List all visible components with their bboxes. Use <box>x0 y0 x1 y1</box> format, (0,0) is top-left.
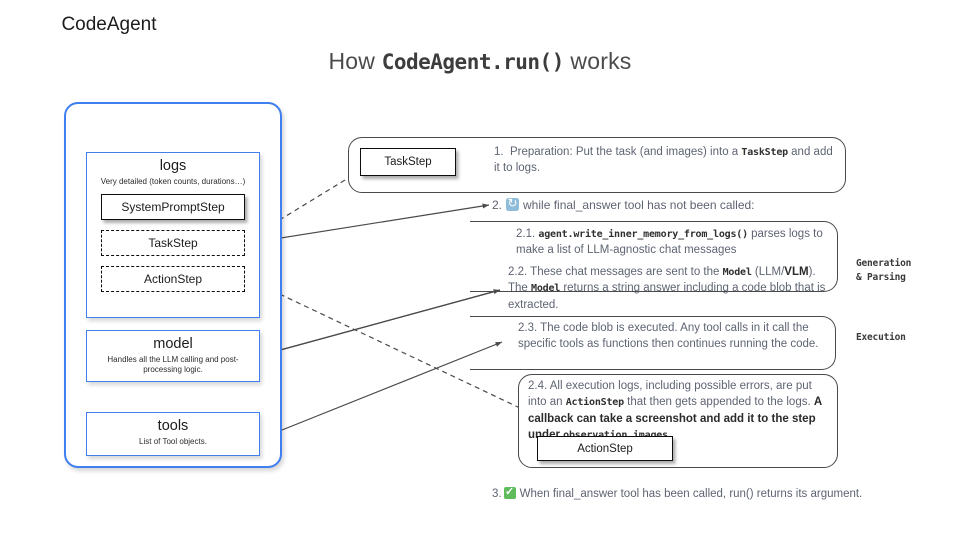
step3-number: 3. <box>492 488 502 500</box>
logs-title: logs <box>159 158 187 174</box>
loop-icon <box>506 195 520 211</box>
step24-number: 2.4. <box>528 380 548 392</box>
step22-code-b: Model <box>531 283 561 295</box>
step22-text: 2.2. These chat messages are sent to the… <box>508 264 838 313</box>
title-prefix: How <box>328 48 382 74</box>
step24-text: 2.4. All execution logs, including possi… <box>528 378 832 443</box>
step1-code-a: TaskStep <box>741 147 788 158</box>
title-code: CodeAgent.run() <box>381 50 565 74</box>
step22-text-b: (LLM/ <box>751 266 785 278</box>
step3-code-b: run() <box>729 488 754 500</box>
step3-code-a: final_answer <box>552 488 618 500</box>
step24-text-b: that then gets appended to the logs. <box>623 396 814 409</box>
step1-text-a: Preparation: Put the task (and images) i… <box>509 146 742 158</box>
step24-text-a: All execution logs, including possible e… <box>528 380 812 409</box>
arrow-tools-to-step23 <box>261 341 503 439</box>
arrow-logs-to-step2 <box>248 203 490 244</box>
tools-title: tools <box>157 418 189 434</box>
execution-bracket <box>470 316 836 370</box>
step22-number: 2.2. <box>508 266 528 278</box>
step23-number: 2.3. <box>518 322 538 334</box>
step2-text-b: has not been called: <box>643 198 755 212</box>
step21-text: 2.1. agent.write_inner_memory_from_logs(… <box>516 226 836 259</box>
step3-text-c: returns its argument. <box>753 488 863 500</box>
generation-parsing-bracket <box>470 221 838 292</box>
step2-number: 2. <box>492 198 503 212</box>
step3-text-a: When <box>519 488 553 500</box>
step24-code-a: ActionStep <box>565 397 624 409</box>
model-subtitle: Handles all the LLM calling and post-pro… <box>107 354 239 375</box>
log-step-actionstep[interactable]: ActionStep <box>101 266 245 292</box>
step22-text-c: ). The <box>508 266 816 295</box>
logs-subtitle: Very detailed (token counts, durations…) <box>100 176 246 186</box>
step22-text-d: returns a string answer including a code… <box>508 282 826 311</box>
step2-text-a: while <box>523 198 554 212</box>
model-title: model <box>153 336 193 352</box>
tools-box: tools List of Tool objects. <box>86 412 260 456</box>
step3-text: 3. When final_answer tool has been called… <box>492 485 863 500</box>
agent-panel-title: CodeAgent <box>61 14 157 35</box>
step22-code-a: Model <box>722 267 752 278</box>
step2-code-a: final_answer tool <box>553 198 644 212</box>
step1-text: 1. Preparation: Put the task (and images… <box>494 144 839 177</box>
step1-taskstep-chip[interactable]: TaskStep <box>360 148 456 176</box>
phase-label-generation: Generation & Parsing <box>856 258 912 283</box>
step21-code-a: agent.write_inner_memory_from_logs() <box>538 229 748 240</box>
step21-number: 2.1. <box>516 228 536 240</box>
phase-label-execution: Execution <box>856 332 906 343</box>
check-icon <box>503 485 516 500</box>
step21-text-a: parses logs to make a list of LLM-agnost… <box>516 228 823 257</box>
step22-bold-a: VLM <box>784 266 809 278</box>
step24-bold-code: observation_images. <box>563 430 674 441</box>
step24-actionstep-chip[interactable]: ActionStep <box>537 436 673 461</box>
page-title: How CodeAgent.run() works <box>0 48 960 75</box>
arrow-action-card-to-logs <box>249 279 521 409</box>
log-step-taskstep[interactable]: TaskStep <box>101 230 245 256</box>
step23-text-a: The code blob is executed. Any tool call… <box>518 322 819 351</box>
step22-text-a: These chat messages are sent to the <box>527 266 723 278</box>
title-suffix: works <box>563 48 632 74</box>
step3-text-b: tool has been called, <box>617 488 730 500</box>
step2-header: 2. while final_answer tool has not been c… <box>492 195 755 212</box>
tools-subtitle: List of Tool objects. <box>139 436 207 446</box>
step1-text-b: and add it to logs. <box>494 146 833 175</box>
model-box: model Handles all the LLM calling and po… <box>86 330 260 382</box>
step23-text: 2.3. The code blob is executed. Any tool… <box>518 320 840 353</box>
log-step-systempromptstep[interactable]: SystemPromptStep <box>101 194 245 220</box>
arrow-step22-back-to-model <box>261 289 501 356</box>
step1-number: 1. <box>494 146 504 158</box>
